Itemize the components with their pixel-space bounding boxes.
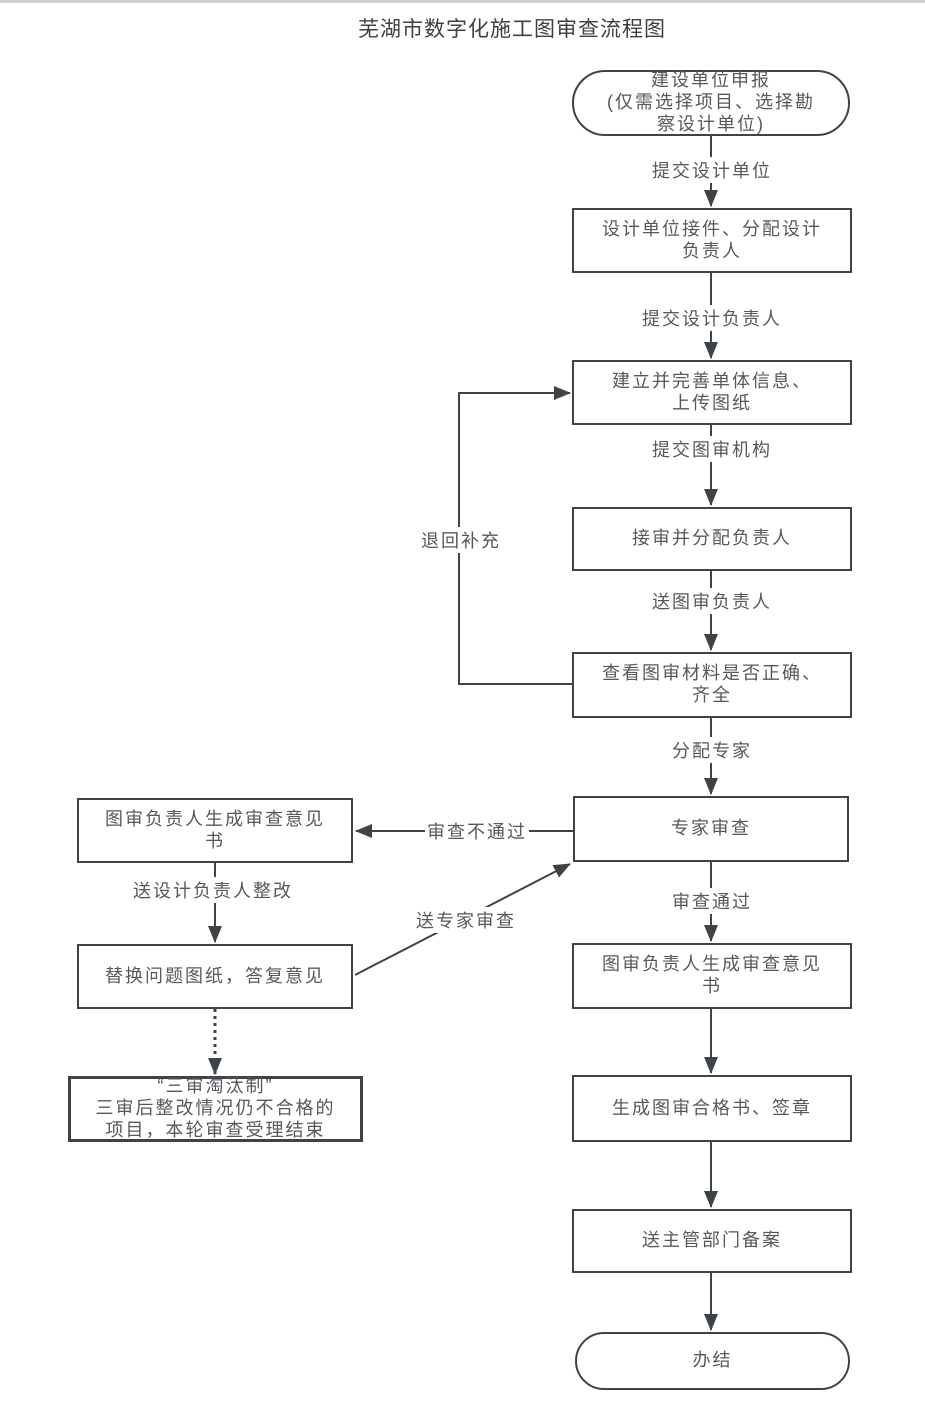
edge-label-send-design-rectify: 送设计负责人整改 xyxy=(131,877,295,903)
node-build-unit-info: 建立并完善单体信息、 上传图纸 xyxy=(572,360,852,425)
node-three-review-elimination: “三审淘汰制” 三审后整改情况仍不合格的 项目，本轮审查受理结束 xyxy=(68,1076,363,1142)
node-accept-assign-leader: 接审并分配负责人 xyxy=(572,507,852,571)
node-left-opinion-letter: 图审负责人生成审查意见 书 xyxy=(77,798,353,863)
edge-label-submit-review-org: 提交图审机构 xyxy=(650,436,774,462)
node-start: 建设单位申报 (仅需选择项目、选择勘 察设计单位) xyxy=(572,70,850,136)
node-check-materials: 查看图审材料是否正确、 齐全 xyxy=(572,652,852,718)
node-replace-drawings: 替换问题图纸，答复意见 xyxy=(77,944,353,1009)
edge-label-submit-design-leader: 提交设计负责人 xyxy=(640,305,784,331)
node-end: 办结 xyxy=(575,1332,850,1390)
node-generate-certificate: 生成图审合格书、签章 xyxy=(572,1075,852,1142)
node-design-unit-accept: 设计单位接件、分配设计 负责人 xyxy=(572,208,852,273)
edge-label-submit-design-unit: 提交设计单位 xyxy=(650,157,774,183)
edge-label-return-supplement: 退回补充 xyxy=(419,527,503,553)
node-send-authority-record: 送主管部门备案 xyxy=(572,1209,852,1273)
page-title: 芜湖市数字化施工图审查流程图 xyxy=(358,18,666,41)
edge-label-send-review-leader: 送图审负责人 xyxy=(650,588,774,614)
node-right-opinion-letter: 图审负责人生成审查意见 书 xyxy=(572,943,852,1009)
edge-label-review-pass: 审查通过 xyxy=(670,888,754,914)
top-border xyxy=(0,0,925,3)
edge-label-assign-experts: 分配专家 xyxy=(670,737,754,763)
edge-label-review-fail: 审查不通过 xyxy=(425,818,529,844)
node-expert-review: 专家审查 xyxy=(573,796,849,862)
edge-label-send-expert-review: 送专家审查 xyxy=(414,907,518,933)
